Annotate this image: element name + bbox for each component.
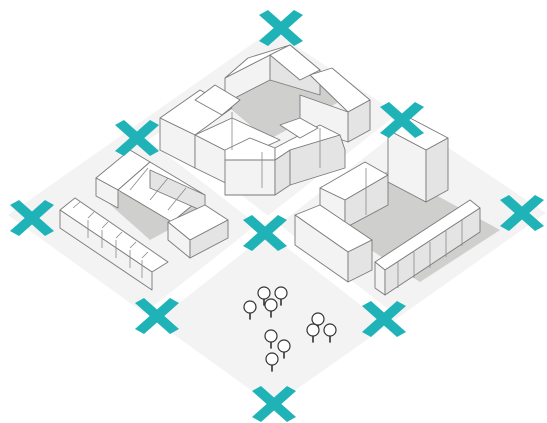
east-block — [294, 117, 481, 296]
west-block — [59, 149, 229, 291]
x-cross-icon — [500, 195, 544, 231]
north-block — [159, 44, 371, 196]
tree-icon — [274, 286, 288, 306]
tree-icon — [264, 298, 278, 318]
tree-icon — [277, 339, 291, 359]
x-cross-icon — [252, 386, 296, 422]
tree-icon — [265, 352, 279, 372]
x-cross-icon — [243, 215, 287, 251]
tree-icon — [264, 329, 278, 349]
tree-icon — [257, 286, 271, 306]
tree-icon — [306, 323, 320, 343]
x-cross-icon — [259, 10, 303, 46]
tree-icon — [323, 323, 337, 343]
x-cross-icon — [135, 298, 179, 334]
intersection-markers — [10, 10, 544, 422]
tree-icon — [243, 300, 257, 320]
x-cross-icon — [10, 200, 54, 236]
x-cross-icon — [362, 301, 406, 337]
x-cross-icon — [380, 102, 424, 138]
park-trees — [243, 286, 337, 372]
x-cross-icon — [115, 120, 159, 156]
